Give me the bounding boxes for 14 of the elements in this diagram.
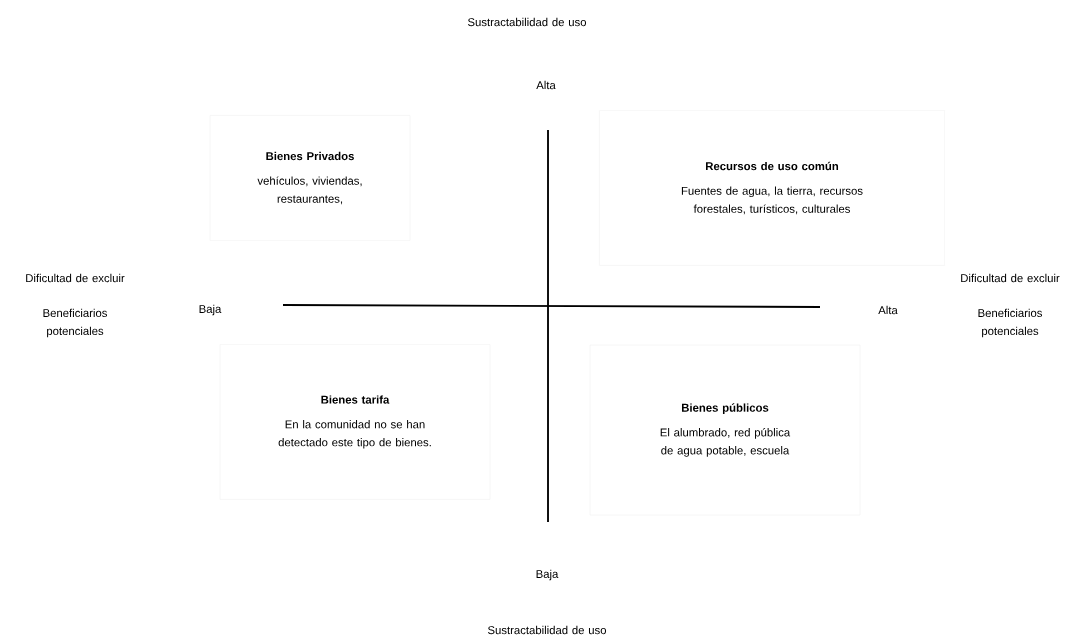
axis-label: Dificultad de excluir <box>961 273 1060 283</box>
axis-label: Beneficiarios potenciales <box>978 308 1042 338</box>
quadrant-box: Recursos de uso común Fuentes de agua, la tierra, recursos forestales, turísticos, culturales <box>599 110 945 266</box>
axis-label: Dificultad de excluir <box>26 273 125 283</box>
axis-label: Alta <box>878 305 898 315</box>
quadrant-box: Bienes públicos El alumbrado, red pública de agua potable, escuela <box>589 344 861 516</box>
axis-label: Beneficiarios potenciales <box>43 308 107 338</box>
axis-label: Baja <box>536 569 559 581</box>
quadrant-box: Bienes Privados vehículos, viviendas, restaurantes, <box>209 115 411 241</box>
quadrant-box: Bienes tarifa En la comunidad no se han detectado este tipo de bienes. <box>219 344 491 500</box>
axis-label: Sustractabilidad de uso <box>488 625 607 635</box>
axis-label: Baja <box>199 304 222 316</box>
axis-label: Alta <box>536 80 556 90</box>
axis-label: Sustractabilidad de uso <box>468 17 587 27</box>
